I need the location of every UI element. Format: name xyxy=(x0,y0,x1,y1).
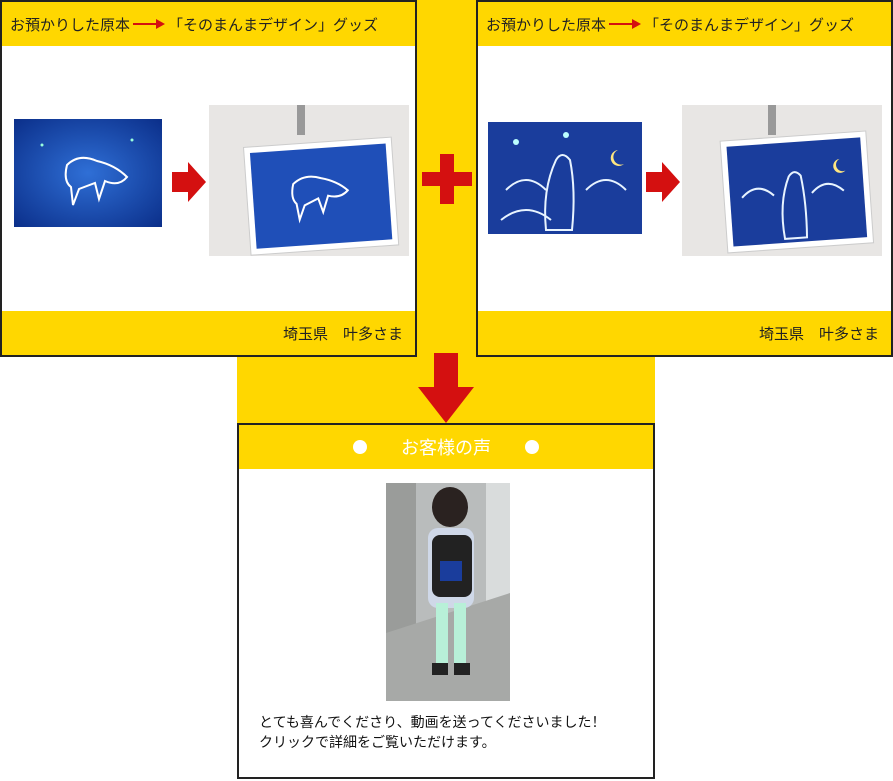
panel-heading-original: お預かりした原本 xyxy=(10,15,131,34)
customer-name: 埼玉県 叶多さま xyxy=(758,324,879,343)
panel-heading-product: 「そのまんまデザイン」グッズ xyxy=(168,15,379,34)
panel-heading: お預かりした原本 「そのまんまデザイン」グッズ xyxy=(478,2,891,46)
arrow-right-icon xyxy=(172,162,206,202)
customer-name: 埼玉県 叶多さま xyxy=(282,324,403,343)
customer-voice-title: お客様の声 xyxy=(401,438,491,459)
customer-voice-card[interactable]: お客様の声 とても喜んでくださり、動画を送ってくださいました！ クリックで詳細を… xyxy=(237,423,655,779)
customer-voice-header: お客様の声 xyxy=(239,425,653,469)
message-line: とても喜んでくださり、動画を送ってくださいました！ xyxy=(259,715,606,731)
panel-heading-product: 「そのまんまデザイン」グッズ xyxy=(644,15,855,34)
keychain-product-image[interactable] xyxy=(682,105,882,256)
bullet-dot-icon xyxy=(353,440,367,454)
customer-voice-message: とても喜んでくださり、動画を送ってくださいました！ クリックで詳細をご覧いただけ… xyxy=(259,713,606,753)
panel-footer: 埼玉県 叶多さま xyxy=(2,311,415,355)
red-arrow-icon xyxy=(609,19,642,29)
panel-heading: お預かりした原本 「そのまんまデザイン」グッズ xyxy=(2,2,415,46)
original-artwork-image[interactable] xyxy=(486,120,646,238)
keychain-product-image[interactable] xyxy=(209,105,409,256)
product-panel-left: お預かりした原本 「そのまんまデザイン」グッズ xyxy=(0,0,417,357)
plus-icon xyxy=(422,154,472,204)
original-artwork-image[interactable] xyxy=(12,115,172,233)
arrow-right-icon xyxy=(646,162,680,202)
panel-heading-original: お預かりした原本 xyxy=(486,15,607,34)
red-arrow-icon xyxy=(133,19,166,29)
arrow-down-icon xyxy=(418,353,474,423)
message-line: クリックで詳細をご覧いただけます。 xyxy=(259,735,496,751)
bullet-dot-icon xyxy=(525,440,539,454)
customer-photo[interactable] xyxy=(386,483,510,701)
product-panel-right: お預かりした原本 「そのまんまデザイン」グッズ xyxy=(476,0,893,357)
panel-footer: 埼玉県 叶多さま xyxy=(478,311,891,355)
